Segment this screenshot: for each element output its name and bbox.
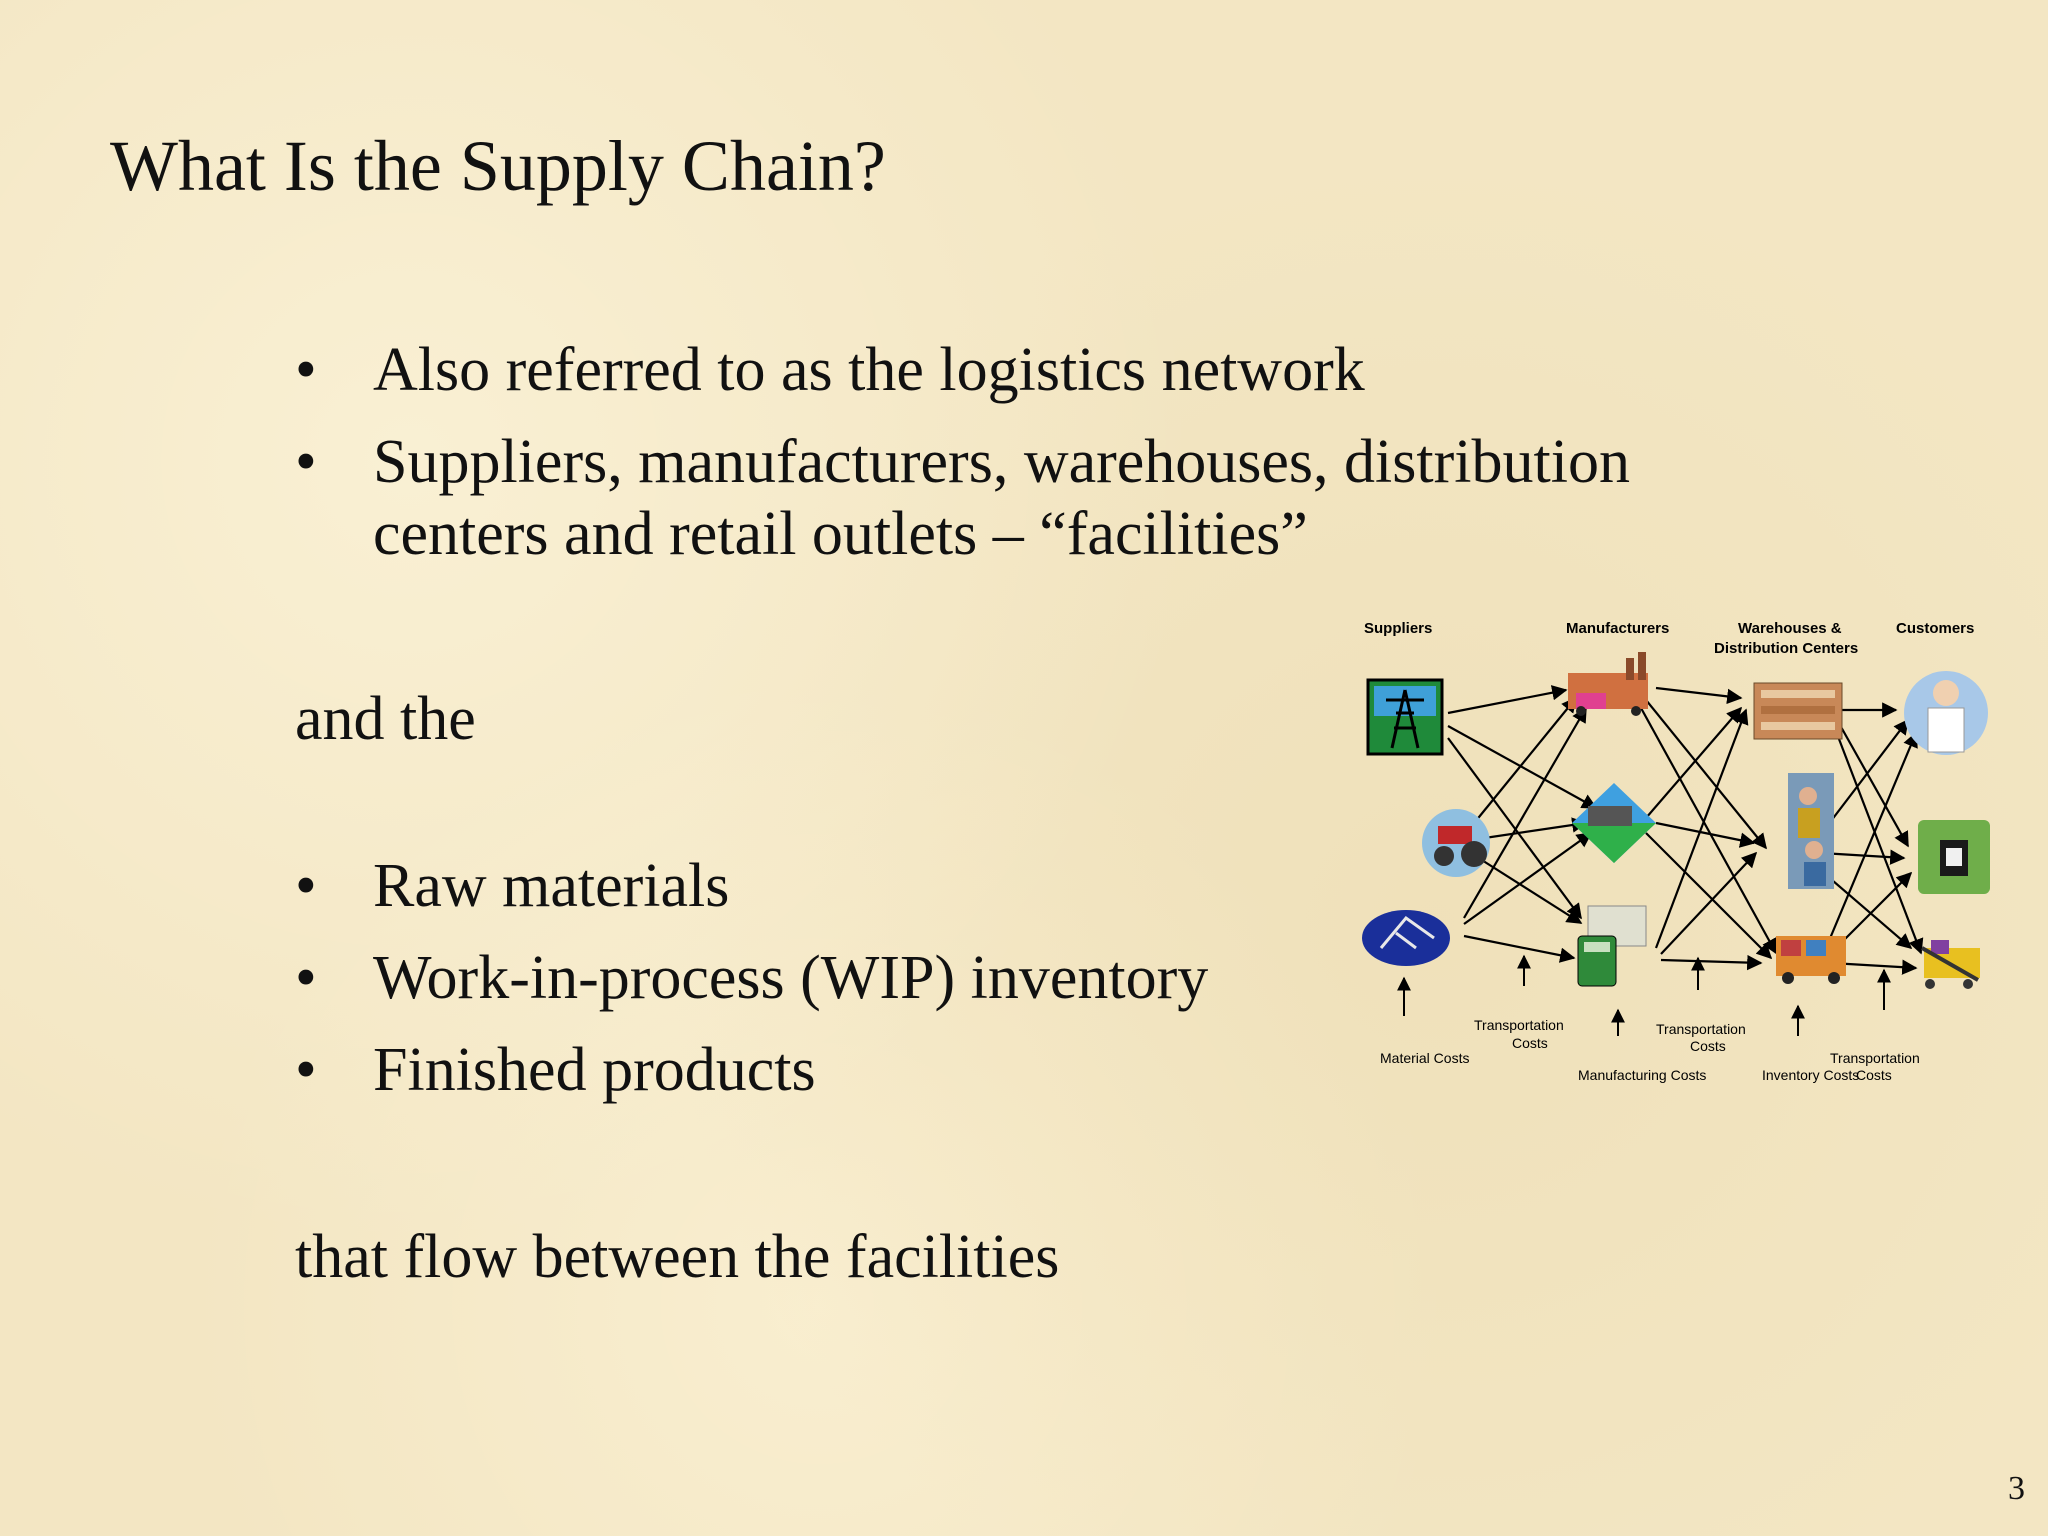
bullet-text: Also referred to as the logistics networ… [373,336,1365,404]
cost-label-material: Material Costs [1380,1050,1469,1066]
cost-label-inventory: Inventory Costs [1762,1067,1859,1083]
cost-label-transport-2: Transportation [1656,1021,1746,1037]
power-tower-icon [1366,678,1444,756]
bullet-item: • Raw materials [295,850,1208,922]
bullet-text: Work-in-process (WIP) inventory [373,944,1209,1012]
warehouse-shelves-icon [1753,682,1843,740]
forklift-icon [1572,783,1656,863]
bullet-dot: • [295,852,317,920]
bullet-dot: • [295,944,317,1012]
cost-arrows [1397,954,1891,1036]
bullet-list-facilities: • Also referred to as the logistics netw… [295,334,1795,590]
column-label-distribution: Distribution Centers [1714,640,1858,657]
arrows-manufacturers-to-warehouses [1640,686,1777,971]
column-label-warehouses: Warehouses & [1738,620,1842,637]
bullet-dot: • [295,336,317,404]
bullet-item: • Finished products [295,1034,1208,1106]
connector-text: and the [295,685,476,753]
oil-pump-icon [1362,910,1450,966]
bullet-item: • Suppliers, manufacturers, warehouses, … [295,426,1795,570]
calculator-factory-icon [1577,905,1647,987]
shopping-cart-icon [1921,940,1980,989]
cost-label-manufacturing: Manufacturing Costs [1578,1067,1706,1083]
cost-label-transport-1-costs: Costs [1512,1035,1548,1051]
bullet-text: Finished products [373,1036,816,1104]
column-label-suppliers: Suppliers [1364,620,1432,637]
workers-icon [1788,773,1834,889]
shopping-bag-icon [1918,820,1990,894]
supply-chain-diagram: Suppliers Manufacturers Warehouses & Dis… [1362,620,1990,1083]
boxes-truck-icon [1776,936,1846,984]
bullet-text: Suppliers, manufacturers, warehouses, di… [373,428,1630,568]
bullet-item: • Work-in-process (WIP) inventory [295,942,1208,1014]
cost-label-transport-3-costs: Costs [1856,1067,1892,1083]
bullet-text: Raw materials [373,852,730,920]
customer-doctor-icon [1904,671,1988,755]
column-label-manufacturers: Manufacturers [1566,620,1669,637]
column-label-customers: Customers [1896,620,1974,637]
bullet-list-materials: • Raw materials • Work-in-process (WIP) … [295,850,1208,1126]
bullet-dot: • [295,428,317,496]
bullet-dot: • [295,1036,317,1104]
factory-truck-icon [1568,652,1648,716]
closing-text: that flow between the facilities [295,1223,1060,1291]
bullet-item: • Also referred to as the logistics netw… [295,334,1795,406]
arrows-suppliers-to-manufacturers [1447,685,1598,963]
tractor-icon [1422,809,1490,877]
cost-label-transport-1: Transportation [1474,1017,1564,1033]
page-number: 3 [2008,1470,2025,1507]
cost-label-transport-2-costs: Costs [1690,1038,1726,1054]
cost-label-transport-3: Transportation [1830,1050,1920,1066]
slide-title: What Is the Supply Chain? [110,126,886,206]
